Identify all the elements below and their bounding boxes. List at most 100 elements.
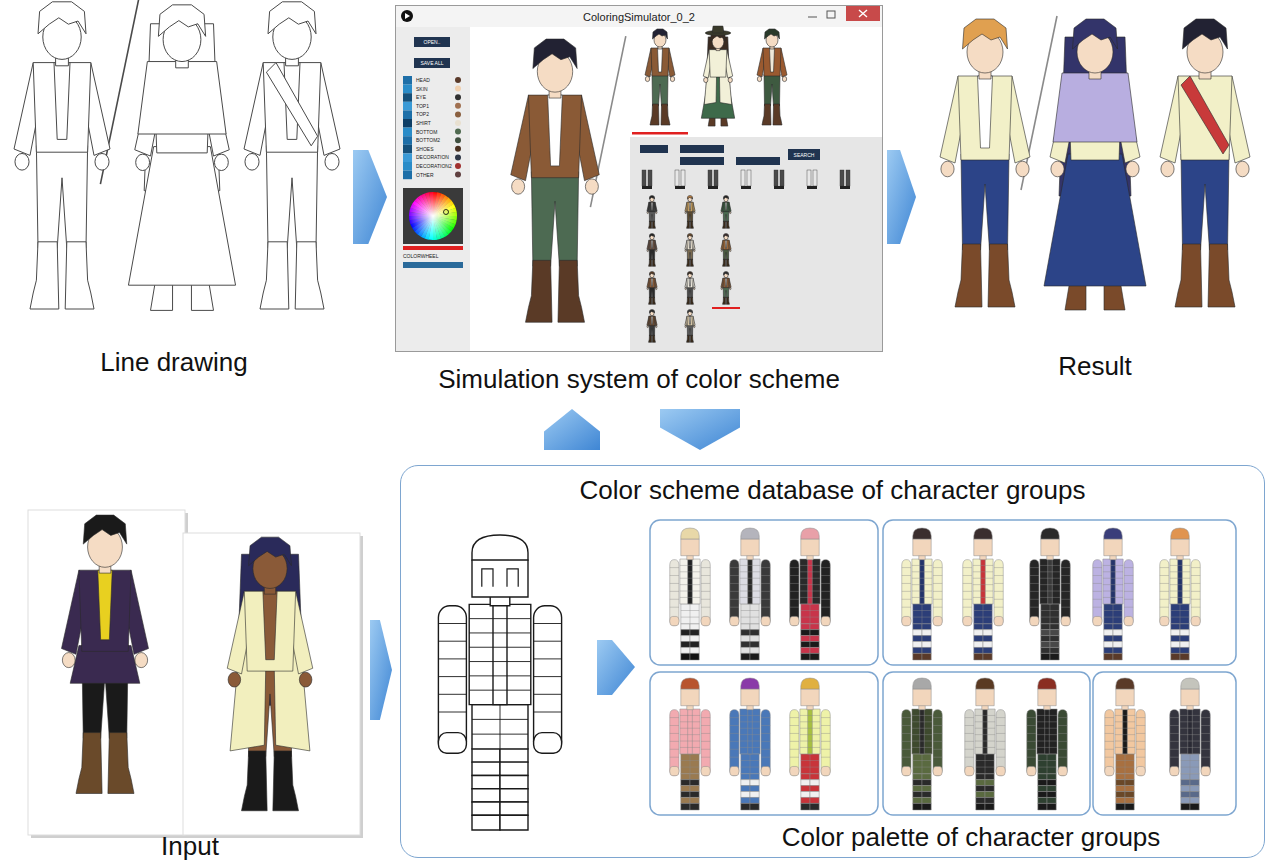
- face: [1187, 31, 1223, 73]
- color-wedge: [412, 216, 433, 231]
- color-wedge: [418, 195, 433, 216]
- grid-line: [1115, 747, 1135, 748]
- color-wedge: [433, 198, 452, 216]
- arm: [685, 202, 688, 212]
- result-group: [940, 16, 1250, 310]
- hips: [1104, 604, 1122, 624]
- arm: [728, 278, 731, 288]
- arm: [647, 202, 650, 212]
- leg-cell: [1113, 642, 1122, 648]
- leg-cell: [1116, 780, 1125, 786]
- shoe: [985, 803, 994, 810]
- trousers: [764, 74, 780, 106]
- leg-cell: [1047, 780, 1056, 786]
- hand: [647, 288, 648, 290]
- cropped-leg: [840, 170, 844, 186]
- face: [1077, 31, 1113, 73]
- color-wedge: [414, 216, 433, 234]
- leg-cell: [1047, 797, 1056, 803]
- leg-cell: [976, 792, 985, 798]
- grid-line: [1160, 575, 1169, 576]
- torso: [244, 591, 295, 671]
- arm: [654, 240, 657, 250]
- hair: [268, 2, 316, 34]
- grid-line: [469, 690, 531, 691]
- color-dot: [455, 129, 461, 135]
- grid-line: [1105, 717, 1114, 718]
- sleeve: [790, 560, 799, 626]
- leg-cell: [976, 786, 985, 792]
- hair: [687, 310, 692, 313]
- grid-line: [1180, 747, 1200, 748]
- block-arrow: [353, 150, 387, 244]
- leg-cell: [801, 630, 810, 636]
- shirt: [651, 202, 653, 210]
- caption: Input: [14, 832, 366, 860]
- grid-line: [965, 725, 974, 726]
- torso-stripe: [1123, 709, 1128, 754]
- torso-stripe: [1188, 709, 1193, 754]
- hips: [801, 754, 819, 774]
- hand: [996, 766, 1005, 775]
- grid-line: [740, 591, 760, 592]
- grid-line: [761, 583, 770, 584]
- grid-line: [761, 567, 770, 568]
- grid-line: [1047, 754, 1048, 774]
- grid-line: [996, 725, 1005, 726]
- image-shadow: [31, 513, 188, 838]
- leg-cell: [976, 797, 985, 803]
- hair: [681, 528, 699, 539]
- hand: [15, 153, 29, 170]
- grid-line: [1105, 749, 1114, 750]
- coat-tail: [719, 50, 732, 105]
- color-dot: [455, 172, 461, 178]
- torso: [263, 63, 321, 153]
- sleeve: [933, 560, 942, 626]
- grid-line: [740, 571, 760, 572]
- caption: Simulation system of color scheme: [438, 365, 840, 393]
- cropped-shoe: [840, 186, 850, 189]
- character-figure: [940, 16, 1057, 307]
- image-panel: Result: [924, 2, 1265, 382]
- hand: [694, 326, 695, 328]
- grid-line: [1180, 734, 1200, 735]
- cropped-leg: [681, 170, 685, 186]
- canvas-area: [470, 27, 630, 351]
- leg-cell: [500, 802, 528, 815]
- torso: [651, 48, 669, 76]
- grid-line: [1191, 583, 1200, 584]
- sleeve: [1201, 710, 1210, 776]
- hand: [1126, 161, 1139, 177]
- color-slot: [403, 93, 412, 102]
- dropdown: [640, 145, 668, 153]
- torso-stripe: [920, 559, 925, 604]
- color-wedge: [409, 216, 433, 220]
- hair: [649, 196, 654, 199]
- grid-line: [1040, 591, 1060, 592]
- arm: [728, 202, 731, 212]
- cropped-leg: [708, 170, 712, 186]
- close-button: [846, 6, 880, 21]
- grid-line: [472, 734, 528, 735]
- shoe: [913, 653, 922, 660]
- grid-line: [730, 599, 739, 600]
- grid-line: [1037, 728, 1057, 729]
- box-heading: Color scheme database of character group…: [401, 476, 1264, 504]
- character-figure: [244, 2, 340, 309]
- boot: [295, 242, 324, 309]
- leg-cell: [1038, 792, 1047, 798]
- palette-figure: [1030, 528, 1070, 660]
- hair: [963, 19, 1008, 49]
- hair: [472, 535, 528, 560]
- shoe: [983, 653, 992, 660]
- sleeve: [701, 560, 710, 626]
- sleeve: [438, 606, 466, 754]
- leg-cell: [810, 780, 819, 786]
- arm: [647, 278, 650, 288]
- torso: [469, 604, 531, 704]
- leg-cell: [1171, 636, 1180, 642]
- grid-line: [534, 712, 562, 713]
- grid-line: [730, 725, 739, 726]
- hair: [83, 515, 127, 544]
- cropped-shoe: [642, 186, 652, 189]
